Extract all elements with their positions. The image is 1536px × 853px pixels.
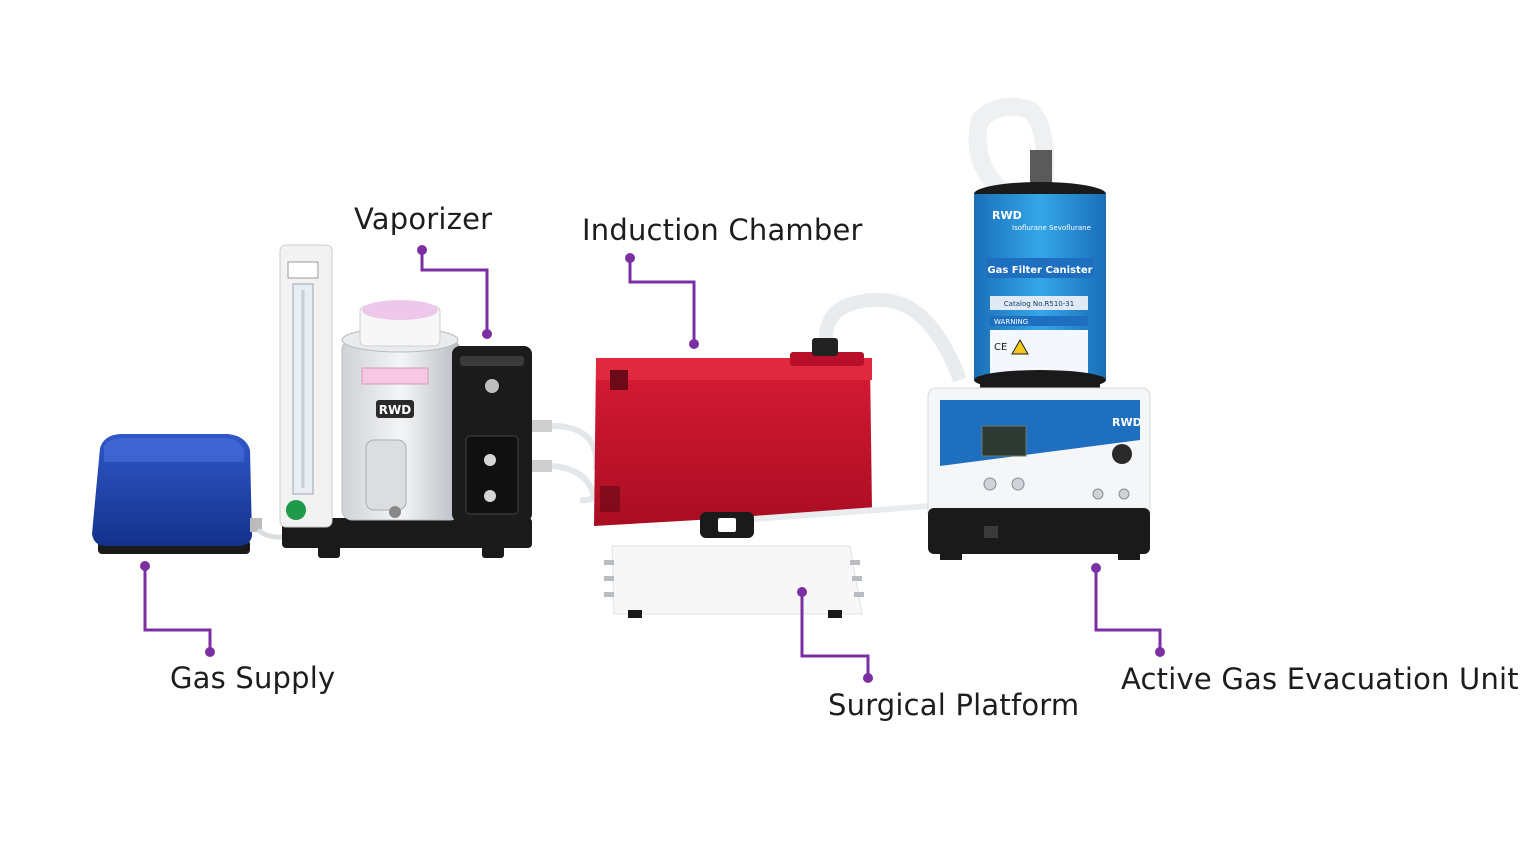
canister-catalog: Catalog No.R510-31	[1004, 300, 1074, 308]
leader-lines	[143, 250, 1162, 678]
evacuation-unit: Gas Filter Canister Isoflurane Sevoflura…	[927, 97, 1151, 560]
ce-mark: CE	[994, 342, 1007, 353]
canister-brand: RWD	[992, 209, 1022, 222]
induction-chamber	[594, 338, 872, 526]
gas-supply-label: Gas Supply	[170, 661, 336, 695]
vaporizer-unit: RWD	[279, 244, 552, 558]
evac-leader	[1094, 568, 1162, 652]
induction-leader	[628, 258, 696, 344]
canister-warning: WARNING	[994, 318, 1028, 326]
canister-agents: Isoflurane Sevoflurane	[1012, 224, 1091, 232]
leader-dots	[140, 245, 1165, 683]
canister-title: Gas Filter Canister	[987, 265, 1092, 276]
surgical-leader	[800, 592, 870, 678]
vaporizer-leader	[420, 250, 489, 334]
induction-chamber-label: Induction Chamber	[582, 213, 863, 247]
vaporizer-brand: RWD	[379, 403, 411, 417]
surgical-platform	[604, 512, 864, 618]
surgical-platform-label: Surgical Platform	[828, 688, 1080, 722]
evac-brand: RWD	[1112, 416, 1142, 429]
evacuation-unit-label: Active Gas Evacuation Unit	[1121, 662, 1519, 696]
gas-supply-leader	[143, 566, 212, 652]
gas-supply-pump	[92, 434, 262, 554]
vaporizer-label: Vaporizer	[354, 202, 493, 236]
